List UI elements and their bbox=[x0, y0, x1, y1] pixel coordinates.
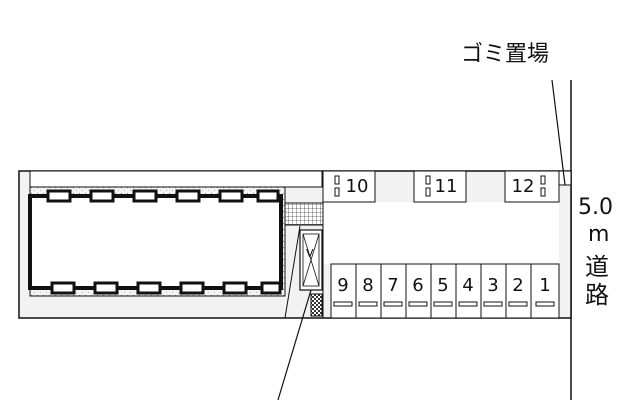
parking-space-10 bbox=[322, 170, 376, 203]
parking-space-11 bbox=[413, 170, 467, 203]
balconies-bottom bbox=[50, 281, 282, 295]
apartment-building bbox=[28, 194, 283, 290]
parking-number-8: 8 bbox=[362, 275, 374, 296]
road-label-2: 路 bbox=[585, 281, 609, 309]
road-unit-label: m bbox=[588, 222, 610, 247]
parking-row-bottom bbox=[330, 263, 560, 319]
road-label-1: 道 bbox=[585, 253, 609, 281]
parking-number-5: 5 bbox=[437, 275, 449, 296]
road-width-label: 5.0 bbox=[578, 195, 613, 220]
balconies-top bbox=[46, 189, 280, 203]
parking-number-7: 7 bbox=[387, 275, 399, 296]
parking-number-12: 12 bbox=[511, 176, 535, 197]
parking-number-1: 1 bbox=[539, 275, 551, 296]
parking-number-6: 6 bbox=[412, 275, 424, 296]
parking-number-11: 11 bbox=[434, 176, 458, 197]
parking-number-3: 3 bbox=[487, 275, 499, 296]
check-area bbox=[310, 293, 323, 317]
vending-label: V bbox=[306, 247, 314, 260]
garbage-label: ゴミ置場 bbox=[461, 42, 550, 67]
bicycle-parking bbox=[284, 202, 324, 226]
parking-number-9: 9 bbox=[337, 275, 349, 296]
parking-number-4: 4 bbox=[462, 275, 474, 296]
parking-space-12 bbox=[504, 170, 560, 203]
parking-number-2: 2 bbox=[512, 275, 524, 296]
parking-number-10: 10 bbox=[345, 176, 369, 197]
